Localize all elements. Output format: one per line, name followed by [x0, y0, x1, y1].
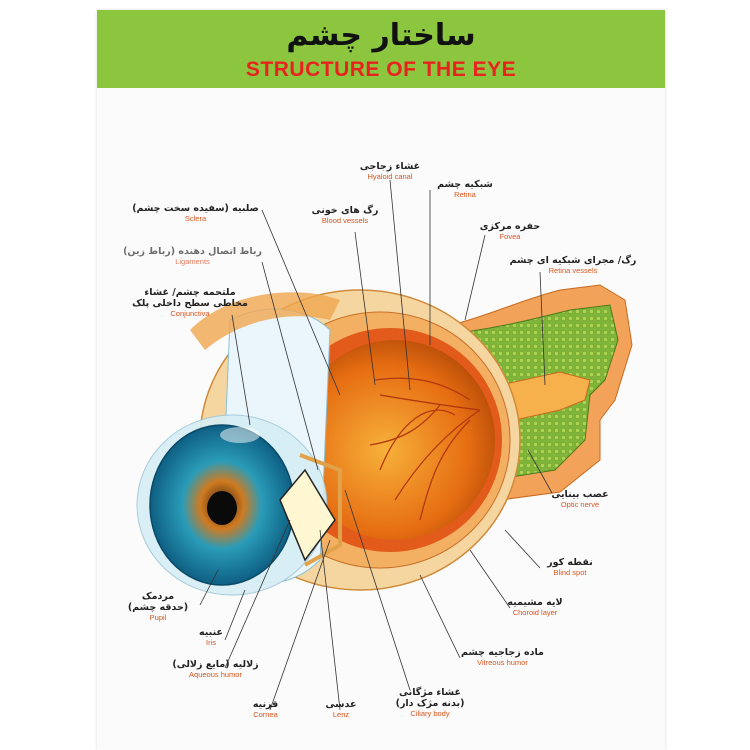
label-retina: شبکیه چشم Retina — [437, 179, 493, 199]
label-choroid: لایه مشیمیه Choroid layer — [507, 597, 563, 617]
label-ciliary: غشاء مژگانی (بدنه مژک دار) Ciliary body — [395, 687, 465, 718]
label-hyaloid: غشاء زجاجی Hyaloid canal — [359, 161, 421, 181]
label-vitreous: ماده زجاجیه چشم Vitreous humor — [461, 647, 544, 667]
label-optic-nerve: عصب بینایی Optic nerve — [551, 489, 609, 509]
pupil — [207, 491, 237, 525]
label-ligaments: رباط اتصال دهنده (رباط زین) Ligaments — [123, 246, 262, 266]
highlight — [220, 427, 260, 443]
label-fovea: حفره مرکزی Fovea — [479, 221, 541, 241]
lens — [279, 468, 336, 562]
label-blood-vessels: رگ های خونی Blood vessels — [311, 205, 379, 225]
blood-vessels — [369, 377, 481, 521]
leader-lines — [199, 179, 553, 711]
label-blind-spot: نقطه کور Blind spot — [547, 557, 593, 577]
label-cornea: قرنیه Cornea — [252, 699, 279, 719]
label-pupil: مردمک (حدقه چشم) Pupil — [127, 591, 189, 622]
label-retina-vessels: رگ/ مجرای شبکیه ای چشم Retina vessels — [509, 255, 637, 275]
title-english: STRUCTURE OF THE EYE — [245, 58, 517, 81]
label-sclera: صلبیه (سفیده سخت چشم) Sclera — [132, 203, 259, 223]
label-conjunctiva: ملتحمه چشم/ غشاء مخاطی سطح داخلی پلک Con… — [132, 287, 248, 318]
title-persian: ساختار چشم — [286, 18, 476, 53]
label-iris: عنبیه Iris — [199, 627, 223, 647]
label-lens: عدسی Lenz — [325, 699, 357, 719]
label-aqueous: زلالیه (مایع زلالی) Aqueous humor — [172, 659, 259, 679]
header-banner: ساختار چشم STRUCTURE OF THE EYE — [97, 10, 665, 88]
